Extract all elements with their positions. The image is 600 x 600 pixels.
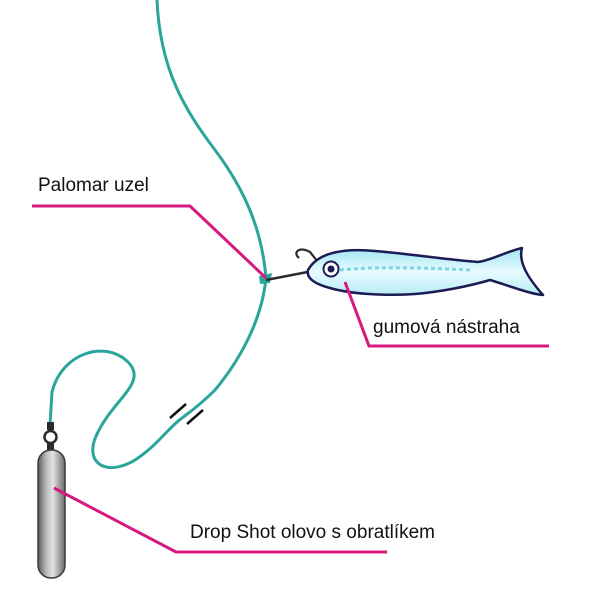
leader-knot	[32, 204, 268, 280]
sinker-weight-icon	[37, 449, 66, 579]
leader-lure	[343, 281, 549, 348]
label-soft-lure: gumová nástraha	[373, 317, 520, 338]
sinker-line	[48, 349, 183, 470]
swivel-icon	[43, 422, 58, 450]
lower-line	[181, 277, 268, 420]
label-palomar-knot: Palomar uzel	[38, 175, 149, 196]
fish-lure-icon	[306, 246, 545, 297]
line-break-marks	[169, 403, 204, 425]
main-line	[155, 0, 268, 279]
label-drop-shot-sinker: Drop Shot olovo s obratlíkem	[190, 522, 436, 543]
leader-sinker	[53, 486, 387, 554]
